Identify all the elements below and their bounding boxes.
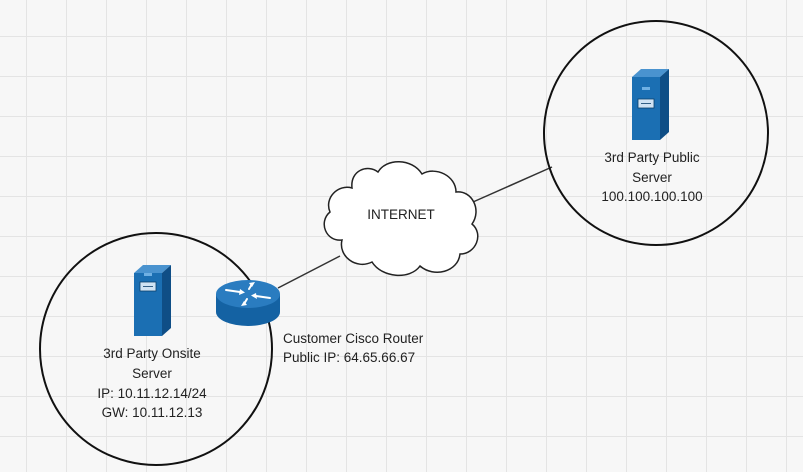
onsite-server-name-line2: Server bbox=[132, 366, 172, 381]
router-name: Customer Cisco Router bbox=[283, 331, 424, 346]
onsite-server-boundary bbox=[39, 232, 273, 466]
link-router-internet bbox=[277, 255, 341, 289]
internet-cloud-icon bbox=[323, 161, 479, 277]
router-icon bbox=[216, 280, 280, 326]
link-internet-public-server bbox=[472, 166, 553, 203]
server-icon-onsite bbox=[134, 265, 171, 336]
onsite-server-gateway: GW: 10.11.12.13 bbox=[101, 405, 203, 420]
public-server-boundary bbox=[543, 20, 769, 246]
public-server-name-line2: Server bbox=[632, 170, 672, 185]
router-public-ip: Public IP: 64.65.66.67 bbox=[283, 350, 416, 365]
internet-label: INTERNET bbox=[367, 207, 435, 222]
public-server-name-line1: 3rd Party Public bbox=[604, 150, 700, 165]
onsite-server-name-line1: 3rd Party Onsite bbox=[103, 346, 201, 361]
server-icon-public bbox=[632, 69, 669, 140]
public-server-ip: 100.100.100.100 bbox=[601, 189, 703, 204]
onsite-server-ip: IP: 10.11.12.14/24 bbox=[97, 386, 207, 401]
